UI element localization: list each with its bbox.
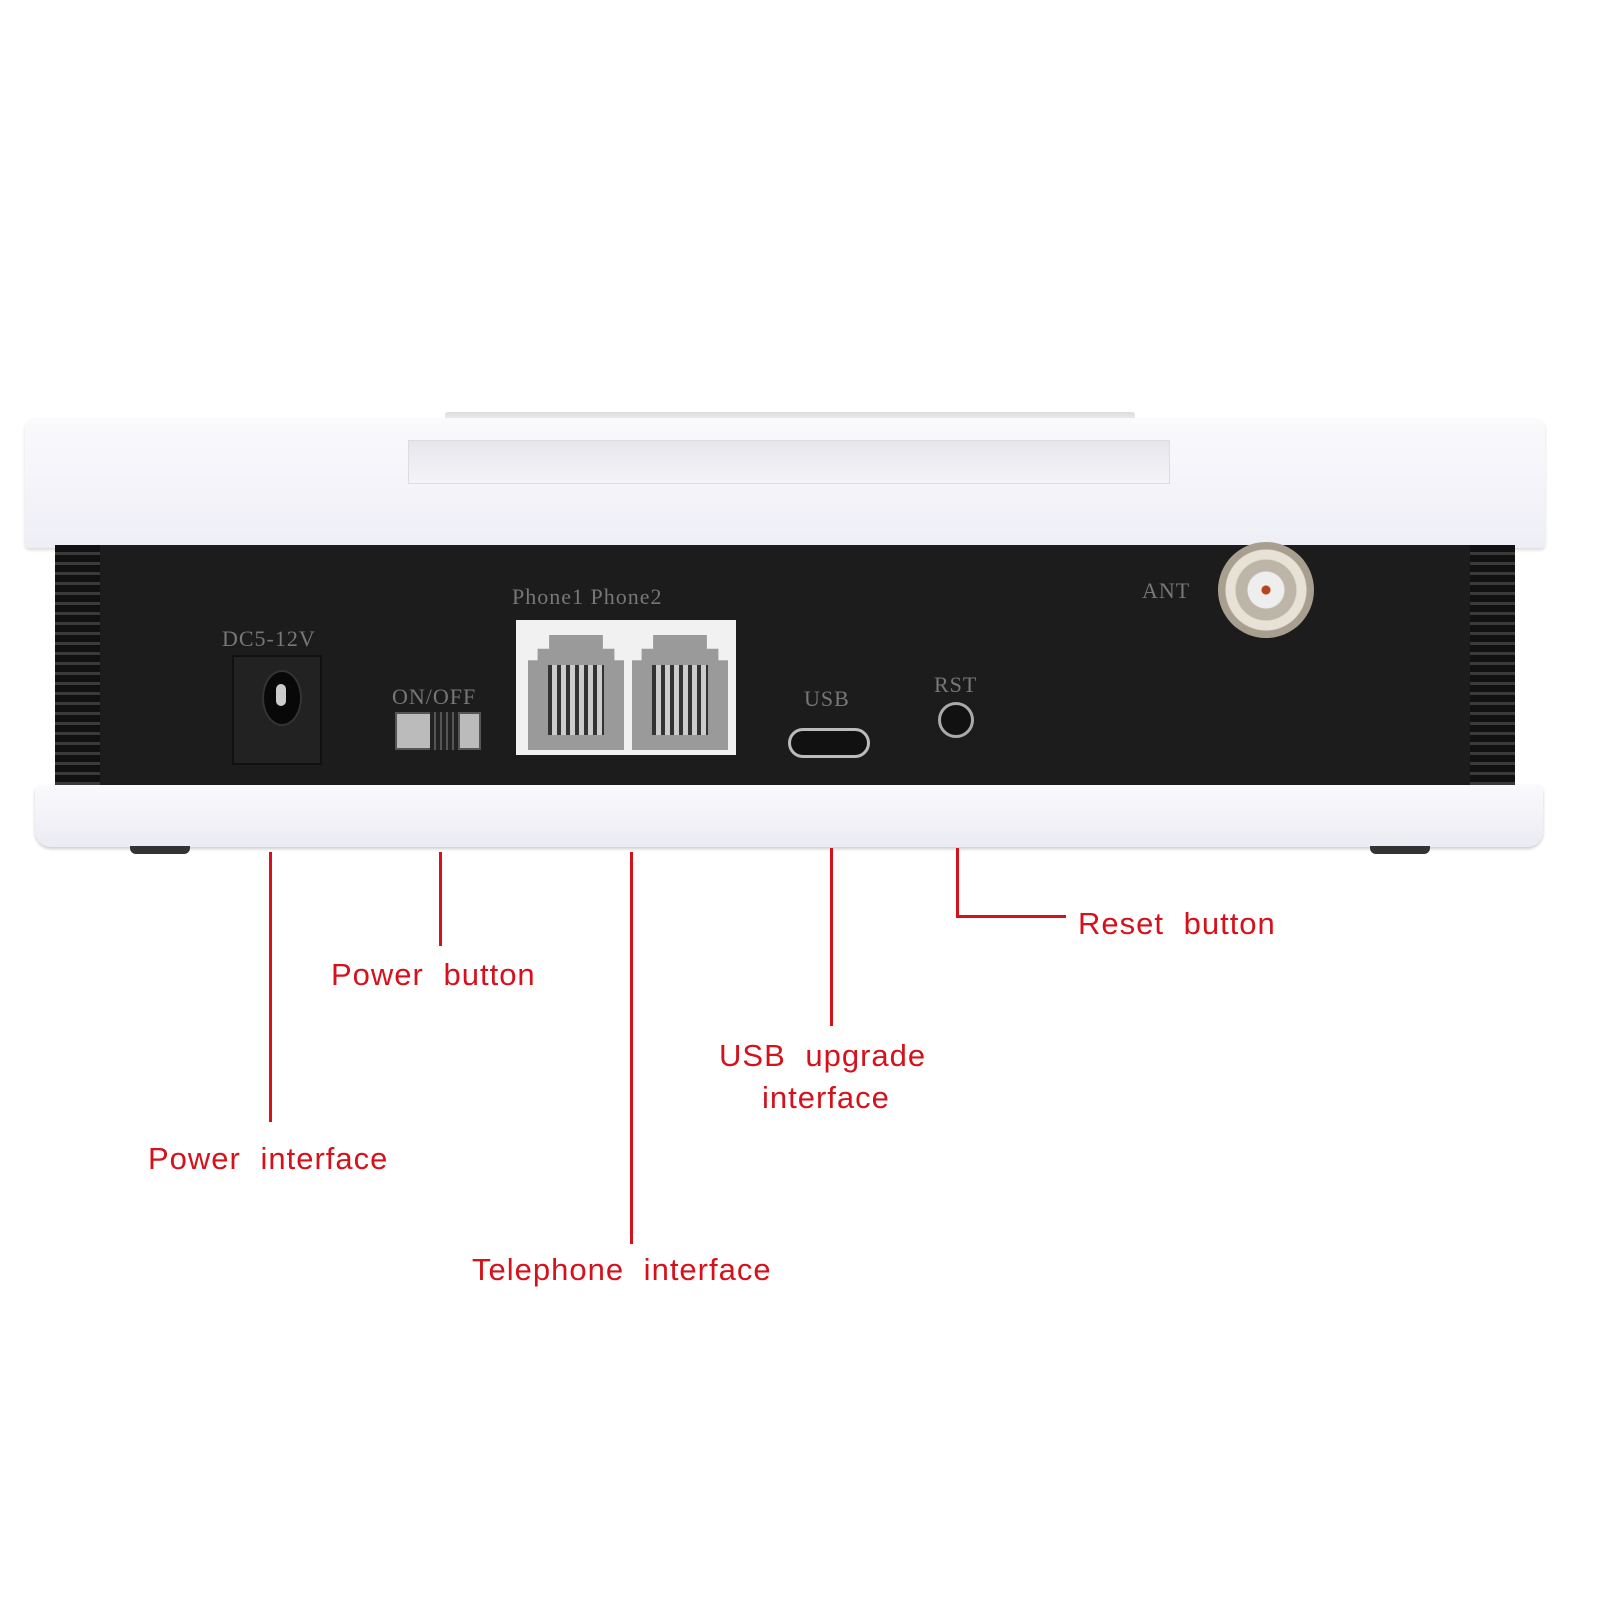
foot-left [130, 846, 190, 854]
telephone-interface-label: Telephone interface [472, 1252, 772, 1287]
reset-line-horizontal [956, 915, 1066, 918]
silk-switch-label: ON/OFF [392, 684, 477, 709]
silk-dc-label: DC5-12V [222, 626, 316, 651]
reset-line-vertical [956, 848, 959, 918]
usb-c-port[interactable] [788, 728, 870, 758]
power-interface-label: Power interface [148, 1141, 389, 1176]
usb-interface-label-line2: interface [762, 1080, 890, 1115]
foot-right [1370, 846, 1430, 854]
power-interface-line [269, 852, 272, 1122]
display-window [408, 440, 1170, 484]
dc-jack-pin [276, 684, 286, 706]
left-vent-ribs [55, 545, 100, 800]
silk-usb-label: USB [804, 686, 850, 711]
phone2-port[interactable] [632, 635, 728, 750]
usb-interface-line [830, 848, 833, 1026]
silk-ant-label: ANT [1142, 578, 1191, 603]
usb-interface-label-line1: USB upgrade [719, 1038, 927, 1073]
telephone-interface-line [630, 852, 633, 1244]
power-button-label: Power button [331, 957, 536, 992]
right-vent-ribs [1470, 545, 1515, 800]
reset-button-label: Reset button [1078, 906, 1276, 941]
power-button-line [439, 852, 442, 946]
power-switch-knob[interactable] [430, 712, 460, 750]
device-bottom-shell [35, 785, 1543, 847]
reset-button[interactable] [938, 702, 974, 738]
phone1-port[interactable] [528, 635, 624, 750]
silk-rst-label: RST [934, 672, 978, 697]
antenna-connector[interactable] [1218, 542, 1314, 638]
silk-phone-label: Phone1 Phone2 [512, 584, 663, 609]
